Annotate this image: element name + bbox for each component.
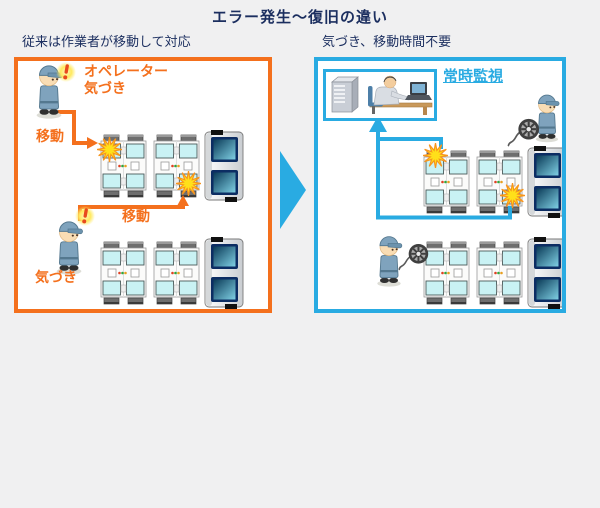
operator-notice-label: オペレーター 気づき bbox=[84, 63, 168, 97]
worker-icon bbox=[56, 221, 84, 276]
machine-row bbox=[101, 237, 243, 309]
move-path-arrowhead bbox=[177, 195, 189, 206]
monitoring-caption: 気づき、移動時間不要 bbox=[322, 34, 452, 49]
operator-notice-line1: オペレーター bbox=[84, 63, 168, 79]
page-title: エラー発生〜復旧の違い bbox=[211, 9, 388, 26]
operator-notice-line2: 気づき bbox=[84, 79, 126, 96]
legacy-panel-art bbox=[36, 62, 268, 309]
move-label-bottom: 移動 bbox=[122, 208, 150, 224]
signal-arrowhead bbox=[369, 116, 387, 132]
worker-icon bbox=[535, 94, 560, 143]
move-path-arrowhead bbox=[87, 137, 98, 149]
move-path-arrow bbox=[58, 110, 88, 145]
monitoring-panel: 常時監視 bbox=[314, 57, 566, 313]
monitoring-panel-art bbox=[369, 94, 562, 309]
notice-label: 気づき bbox=[35, 269, 77, 285]
transition-arrow-icon bbox=[280, 151, 306, 229]
monitor-label: 常時監視 bbox=[443, 68, 504, 85]
alert-icon bbox=[75, 206, 95, 226]
machine-row bbox=[101, 130, 243, 202]
worker-icon bbox=[376, 236, 403, 288]
alert-icon bbox=[56, 62, 76, 82]
monitoring-station-icon bbox=[331, 75, 433, 115]
signal-path bbox=[376, 131, 512, 220]
monitoring-station bbox=[323, 69, 437, 121]
cable-reel-icon bbox=[507, 117, 541, 147]
move-label-top: 移動 bbox=[36, 128, 64, 144]
legacy-panel: オペレーター 気づき 移動 移動 気づき bbox=[14, 57, 272, 313]
legacy-caption: 従来は作業者が移動して対応 bbox=[22, 34, 191, 49]
machine-row bbox=[424, 146, 562, 218]
machine-row bbox=[424, 237, 562, 309]
